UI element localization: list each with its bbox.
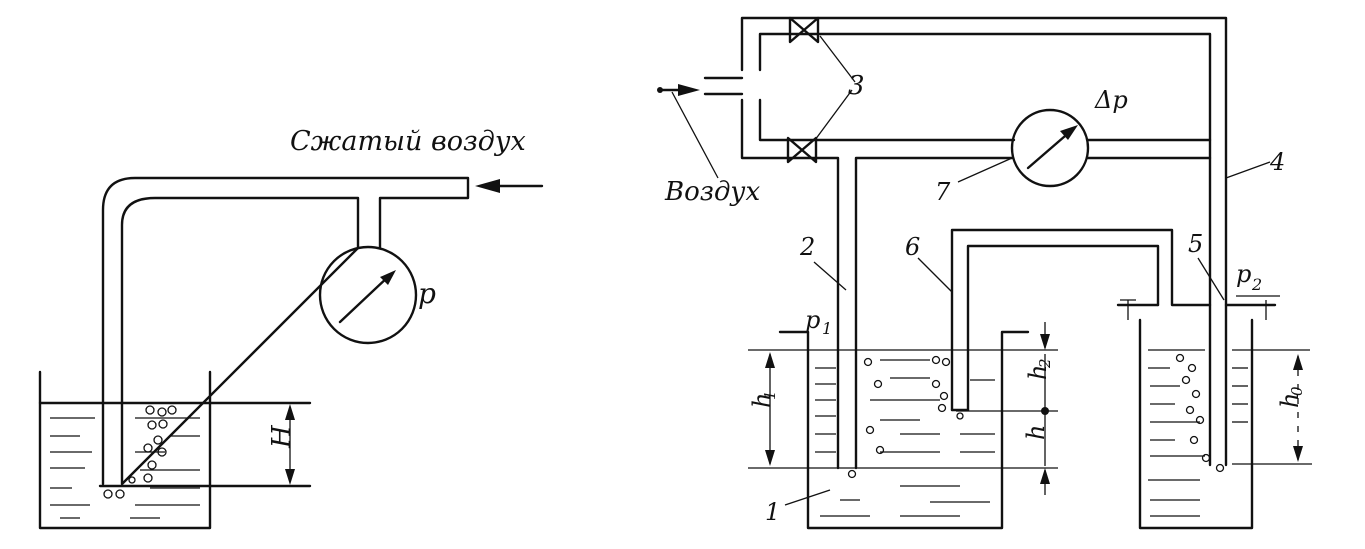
left-pipe xyxy=(101,176,470,486)
vessel-right xyxy=(1138,318,1254,530)
air-label: Воздух xyxy=(664,177,761,207)
left-pressure-gauge xyxy=(318,245,418,345)
vessel-1 xyxy=(806,330,1030,530)
label-6: 6 xyxy=(905,233,920,261)
label-4-leader xyxy=(1225,161,1271,179)
pipe-4-outer xyxy=(740,16,1228,467)
tube-6-inner xyxy=(966,244,1160,412)
air-inlet-stub xyxy=(703,76,744,96)
label-1-leader xyxy=(784,489,831,506)
air-inlet-arrow-head-icon xyxy=(475,179,500,193)
label-2: 2 xyxy=(799,233,815,261)
vessel-1-liquid-dashes xyxy=(815,359,995,517)
h-label: h xyxy=(1022,425,1050,440)
p2-label: p xyxy=(1236,260,1251,288)
left-bubbles xyxy=(103,405,177,499)
vessel-right-bubbles xyxy=(1175,353,1225,473)
label-1: 1 xyxy=(765,498,780,526)
lid-clamps xyxy=(1120,299,1267,320)
p1-label: p xyxy=(805,306,820,334)
label-2-leader xyxy=(813,261,847,291)
h1-label: h xyxy=(748,393,776,408)
compressed-air-label: Сжатый воздух xyxy=(290,126,526,157)
valve-top-icon xyxy=(788,16,820,44)
left-vessel xyxy=(38,370,212,530)
tube-6-outer xyxy=(950,228,1212,412)
h2-sub: 2 xyxy=(1036,358,1054,369)
p1-sub: 1 xyxy=(822,319,832,338)
gauge-needle xyxy=(338,273,392,324)
h0-arrow-top-icon xyxy=(1293,354,1303,370)
valve-leader-bottom xyxy=(814,89,853,141)
h1-sub: 1 xyxy=(761,390,779,400)
h-arrow-top-icon xyxy=(285,404,295,420)
air-arrow-head-icon xyxy=(678,84,700,96)
gauge-right-pipes xyxy=(1086,138,1212,160)
h0-label: h xyxy=(1276,393,1304,408)
upper-bypass-line xyxy=(758,98,1016,142)
diff-gauge-needle xyxy=(1026,128,1074,170)
right-figure: Воздух 3 Δp 7 4 2 p 1 xyxy=(657,16,1312,530)
gauge-needle-arrow-icon xyxy=(380,270,396,285)
level-mid-dot xyxy=(1041,407,1049,415)
left-figure: p Сжатый воздух H xyxy=(38,126,544,530)
left-liquid-dashes xyxy=(50,417,200,519)
h-arrow-bottom-icon xyxy=(285,469,295,485)
label-6-leader xyxy=(917,257,953,293)
h2-arrow-top-icon xyxy=(1040,334,1050,350)
label-7-leader xyxy=(957,157,1013,183)
h2-label: h xyxy=(1024,365,1052,380)
h1-arrow-bottom-icon xyxy=(765,450,775,466)
label-3: 3 xyxy=(848,71,865,101)
air-arrow-tail xyxy=(657,87,663,93)
p2-sub: 2 xyxy=(1251,275,1262,294)
h1-arrow-top-icon xyxy=(765,352,775,368)
label-4: 4 xyxy=(1269,148,1285,176)
h0-sub: 0 xyxy=(1288,386,1306,396)
vessel-1-bubbles xyxy=(847,355,964,479)
diff-pressure-gauge xyxy=(1010,108,1090,188)
valve-leader-top xyxy=(819,35,856,83)
gauge-label: p xyxy=(418,277,436,310)
h-arrow-bottom-icon xyxy=(1040,468,1050,484)
label-7: 7 xyxy=(935,178,951,206)
label-5-leader xyxy=(1197,257,1225,301)
vessel-right-liquid-dashes xyxy=(1148,349,1310,517)
h0-arrow-bottom-icon xyxy=(1293,446,1303,462)
air-label-leader xyxy=(671,91,719,179)
diff-gauge-arrow-icon xyxy=(1060,125,1078,140)
depth-label-h: H xyxy=(267,424,297,449)
pipe-2-inner xyxy=(854,156,1014,470)
diff-gauge-label: Δp xyxy=(1094,86,1128,114)
pipe-4-inner xyxy=(758,32,1212,467)
pipe-2-outer xyxy=(740,98,840,470)
label-5: 5 xyxy=(1188,230,1203,258)
